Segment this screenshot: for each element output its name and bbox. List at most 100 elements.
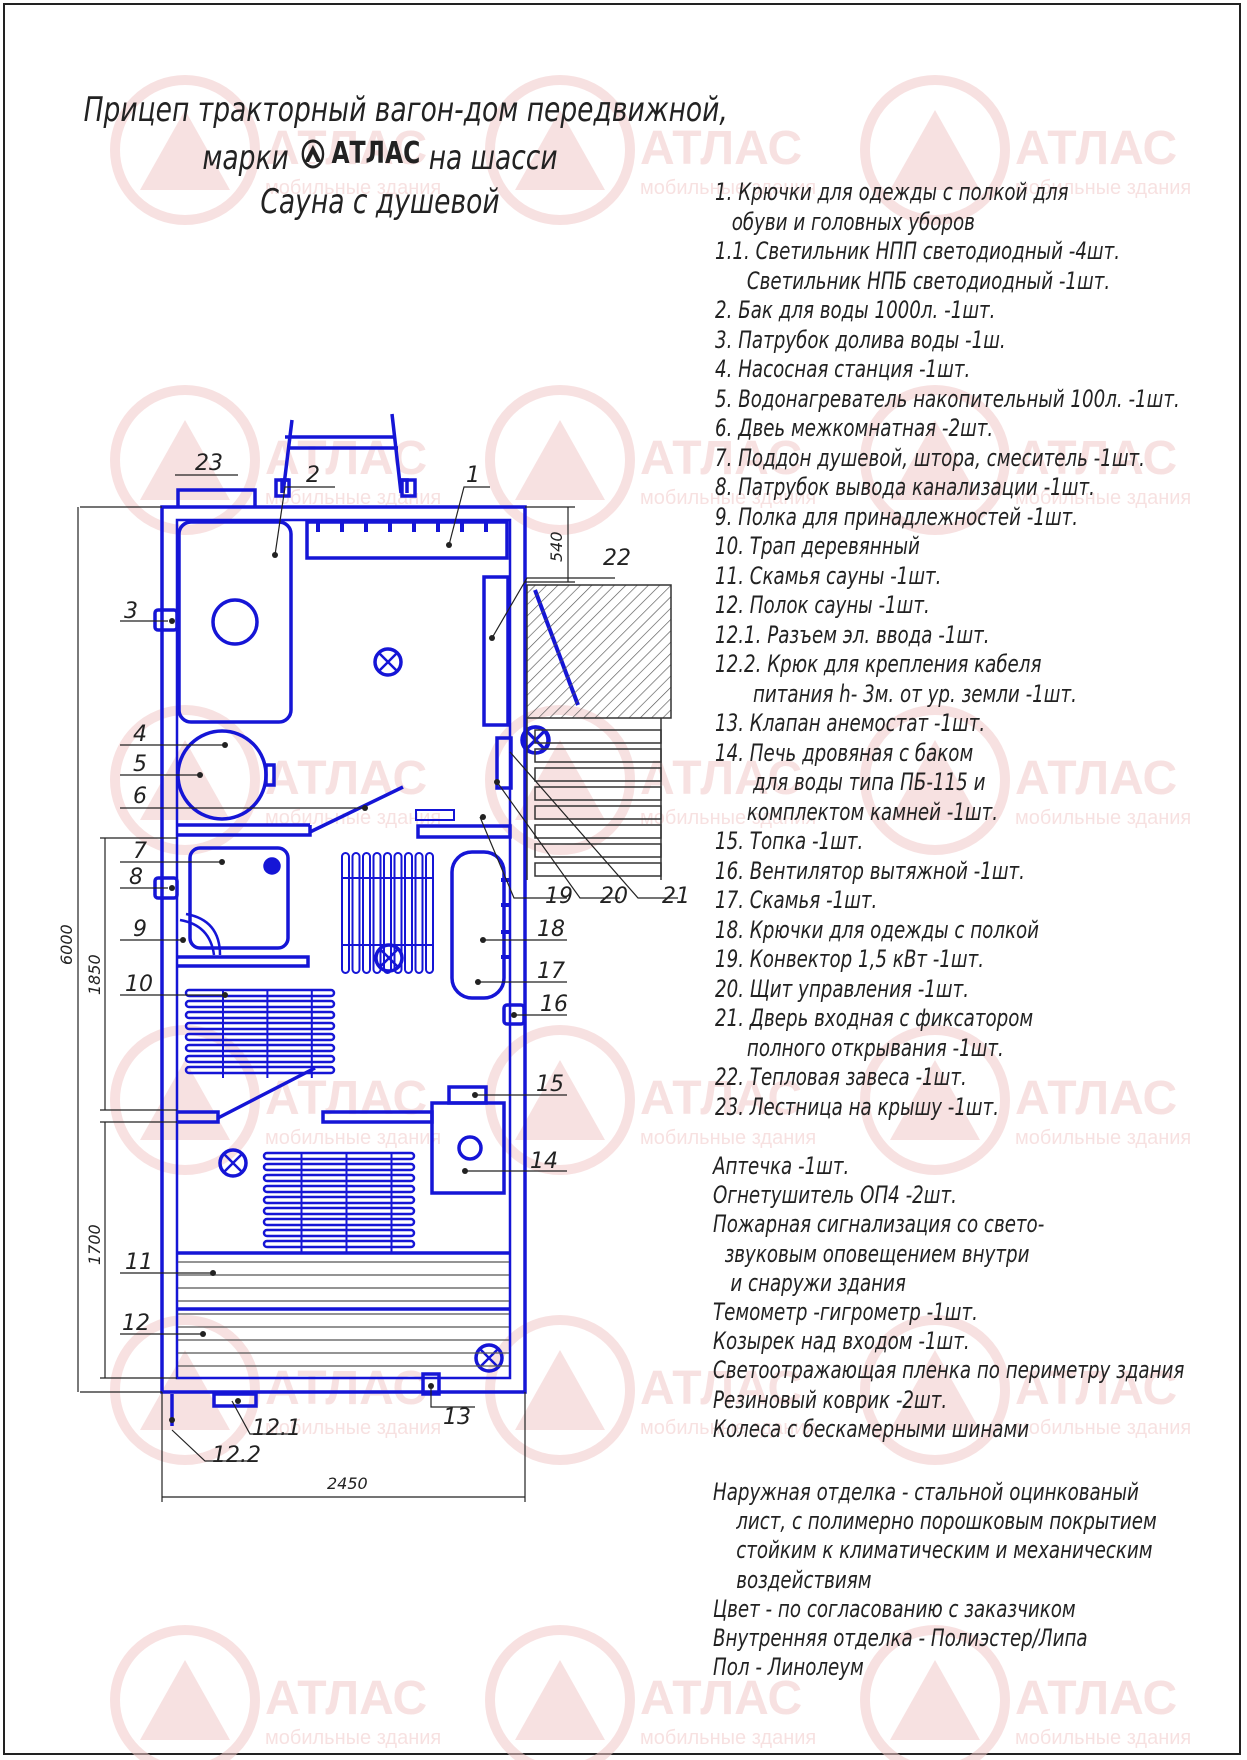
callout-23: 23 (195, 451, 223, 476)
svg-text:мобильные здания: мобильные здания (640, 1727, 816, 1749)
hooks-right (501, 878, 509, 959)
legend-item: обуви и головных уборов (731, 207, 975, 236)
legend-item: питания h- 3м. от ур. земли -1шт. (753, 679, 1077, 708)
ceiling-light (373, 647, 403, 677)
notes-item: Резиновый коврик -2шт. (713, 1385, 948, 1414)
legend-item: полного открывания -1шт. (746, 1033, 1004, 1062)
hooks-shelf (305, 520, 509, 560)
accessory-shelf (179, 912, 222, 956)
grating-slat (184, 1043, 336, 1053)
callout-17: 17 (537, 959, 565, 984)
callout-16: 16 (540, 992, 568, 1017)
notes-item: Аптечка -1шт. (713, 1152, 850, 1180)
svg-text:АТЛАС: АТЛАС (640, 1672, 802, 1725)
dim-width: 2450 (327, 1474, 368, 1493)
legend-item: 6. Двеь межкомнатная -2шт. (715, 414, 994, 442)
svg-text:АТЛАС: АТЛАС (640, 1072, 802, 1125)
drawbar-right-mount (400, 478, 417, 498)
callout-6: 6 (133, 784, 147, 809)
legend-item: 7. Поддон душевой, штора, смеситель -1шт… (715, 443, 1145, 472)
grating-slat (184, 1010, 336, 1020)
hooks-row (316, 522, 488, 532)
legend-item: комплектом камней -1шт. (746, 797, 999, 826)
legend-item: 22. Тепловая завеса -1шт. (715, 1063, 967, 1091)
svg-text:АТЛАС: АТЛАС (640, 122, 802, 175)
partition-wall-3 (177, 1110, 220, 1124)
grating-rail (222, 990, 313, 1078)
callout-10: 10 (125, 972, 153, 997)
dim-length-line (77, 506, 162, 1393)
title-brand-prefix: марки (202, 138, 289, 178)
sauna-stove (430, 1101, 506, 1195)
svg-text:мобильные здания: мобильные здания (1015, 1727, 1191, 1749)
porch-step (534, 805, 662, 820)
svg-text:АТЛАС: АТЛАС (1015, 122, 1177, 175)
notes-item: Колеса с бескамерными шинами (713, 1414, 1030, 1443)
legend-item: 16. Вентилятор вытяжной -1шт. (715, 856, 1025, 885)
legend-item: 14. Печь дровяная с баком (715, 738, 974, 767)
legend-item: 17. Скамья -1шт. (715, 886, 878, 914)
water-tank (177, 520, 293, 724)
finish-item: Пол - Линолеум (713, 1653, 864, 1682)
partition-wall-1 (177, 823, 312, 837)
notes-item: Темометр -гигрометр -1шт. (713, 1297, 978, 1326)
water-heater-fitting (264, 763, 276, 787)
callout-12-1: 12.1 (252, 1416, 301, 1441)
svg-text:мобильные здания: мобильные здания (265, 1127, 441, 1149)
legend-item: 15. Топка -1шт. (715, 827, 864, 855)
electrical-inlet (212, 1392, 258, 1408)
title-line-1: Прицеп тракторный вагон-дом передвижной, (83, 90, 728, 130)
callout-11: 11 (125, 1250, 153, 1275)
finish-item: воздействиям (713, 1565, 872, 1594)
interior-door-2 (217, 1066, 316, 1120)
svg-text:АТЛАС: АТЛАС (1015, 1072, 1177, 1125)
legend-item: 1. Крючки для одежды с полкой для (715, 178, 1069, 206)
svg-text:мобильные здания: мобильные здания (265, 177, 441, 199)
svg-text:АТЛАС: АТЛАС (265, 752, 427, 805)
bench-planks (178, 1261, 509, 1367)
drawing-frame (3, 3, 1241, 1755)
callout-7: 7 (133, 839, 147, 864)
callout-3: 3 (124, 599, 138, 624)
notes-item: Огнетушитель ОП4 -2шт. (713, 1181, 957, 1210)
legend-item: 12.1. Разъем эл. ввода -1шт. (715, 620, 990, 649)
legend-item: 3. Патрубок долива воды -1ш. (715, 325, 1006, 354)
svg-text:АТЛАС: АТЛАС (1015, 432, 1177, 485)
grating-slat (262, 1228, 416, 1238)
atlas-logo: АТЛАС (297, 132, 420, 176)
notes-item: и снаружи здания (713, 1268, 906, 1297)
legend-item: 20. Щит управления -1шт. (715, 974, 969, 1003)
convector-fin (383, 852, 392, 974)
callout-dots (169, 542, 517, 1423)
grating-slat (184, 1032, 336, 1042)
drawbar-left-mount (274, 478, 291, 498)
partition-wall-4 (321, 1110, 434, 1124)
interior-door-1 (309, 785, 404, 834)
finish-specification: Наружная отделка - стальной оцинкованый … (713, 1478, 1169, 1682)
grating-slat (262, 1184, 416, 1194)
callout-12: 12 (122, 1311, 150, 1336)
grating-slat (184, 1065, 336, 1075)
dim-section-a-line (100, 837, 177, 1111)
svg-text:мобильные здания: мобильные здания (1015, 177, 1191, 199)
svg-text:мобильные здания: мобильные здания (640, 1417, 816, 1439)
legend-item: 4. Насосная станция -1шт. (715, 355, 971, 383)
legend-item: 13. Клапан анемостат -1шт. (715, 709, 986, 737)
svg-text:мобильные здания: мобильные здания (1015, 487, 1191, 509)
entrance-fan (521, 725, 551, 755)
svg-text:АТЛАС: АТЛАС (265, 122, 427, 175)
shower-drain (263, 857, 281, 875)
convector (341, 852, 434, 974)
atlas-logo-icon (301, 139, 325, 169)
svg-text:АТЛАС: АТЛАС (640, 752, 802, 805)
wooden-grating-lower (262, 1151, 416, 1252)
callout-18: 18 (537, 917, 565, 942)
legend-item: 1.1. Светильник НПП светодиодный -4шт. (715, 237, 1121, 265)
entrance-door-frame (495, 736, 513, 790)
callout-12-2: 12.2 (212, 1443, 261, 1468)
